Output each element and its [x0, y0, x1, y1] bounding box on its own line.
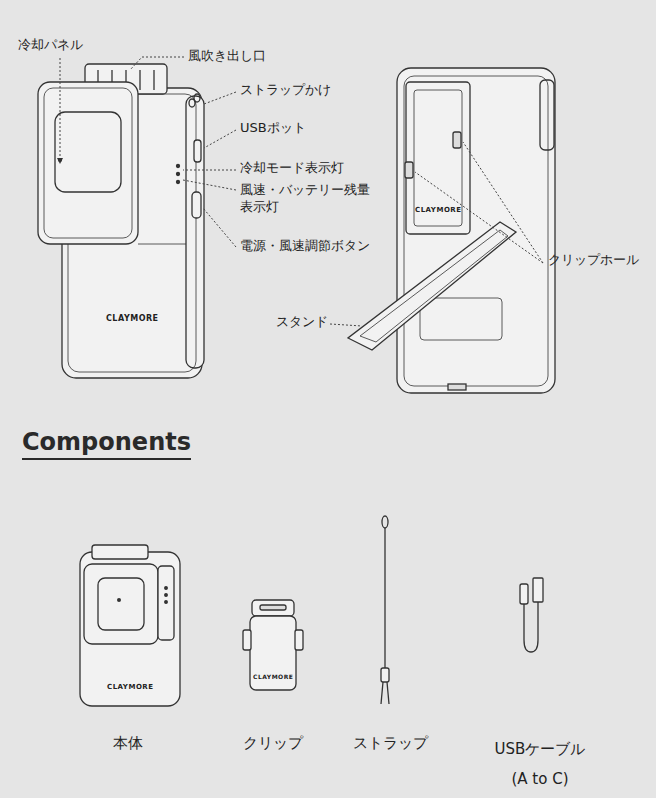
component-label: ストラップ [353, 734, 428, 754]
component-label: USBケーブル (A to C) [490, 734, 590, 794]
brand-logo: CLAYMORE [107, 683, 154, 692]
part-label: USBポット [240, 120, 306, 137]
brand-logo: CLAYMORE [415, 206, 462, 215]
section-heading: Components [22, 428, 191, 460]
component-label: クリップ [243, 734, 303, 754]
part-label: 風吹き出し口 [188, 48, 266, 65]
part-label: ストラップかけ [240, 82, 331, 99]
part-label: 冷却モード表示灯 [240, 160, 344, 177]
component-label: 本体 [113, 734, 143, 754]
part-label: 冷却パネル [18, 37, 83, 54]
brand-logo: CLAYMORE [106, 314, 159, 324]
part-label: クリップホール [548, 252, 639, 269]
part-label: 電源・風速調節ボタン [240, 238, 370, 255]
part-label: 風速・バッテリー残量 表示灯 [240, 182, 380, 216]
brand-logo: CLAYMORE [253, 673, 293, 681]
part-label: スタンド [276, 314, 328, 331]
